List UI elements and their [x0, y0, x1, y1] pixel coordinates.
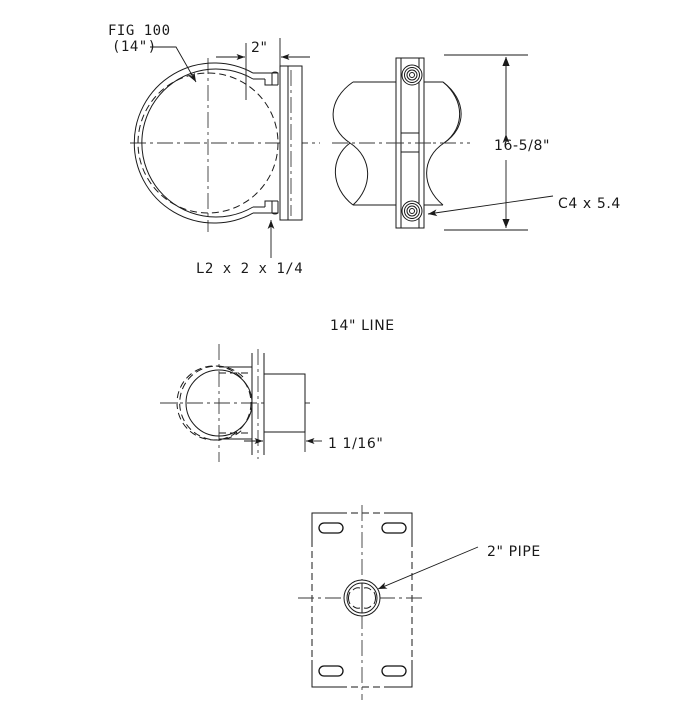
pipe-hidden-outline — [137, 72, 279, 214]
base-plate-view — [298, 505, 479, 700]
label-dimension-1-1-16: 1 1/16" — [328, 436, 383, 452]
channel-front-view — [388, 57, 432, 229]
channel-edge-view — [279, 65, 303, 221]
plan-channel — [251, 349, 265, 459]
label-fig-100: FIG 100 — [108, 23, 171, 39]
label-fig-100-size: (14") — [112, 39, 157, 55]
label-dimension-2in: 2" — [251, 40, 268, 56]
dimension-2in — [216, 38, 310, 100]
plate-outline — [311, 512, 413, 688]
slotted-hole-top-left — [318, 522, 344, 534]
bolt-head-lower — [401, 200, 423, 222]
pipe-left-segment — [332, 81, 402, 206]
label-line-14in: 14" LINE — [330, 318, 395, 334]
plan-strap — [219, 366, 252, 440]
angle-bottom — [264, 200, 279, 215]
pipe-section-2in — [343, 579, 381, 617]
pipe-callout-leader — [377, 546, 479, 590]
slotted-hole-top-right — [381, 522, 407, 534]
bolt-head-upper — [401, 64, 423, 86]
label-dimension-16-5-8: 16-5/8" — [494, 138, 550, 154]
centerlines-end-view — [130, 58, 320, 232]
plan-view — [160, 344, 322, 462]
slotted-hole-bottom-right — [381, 665, 407, 677]
label-pipe-2in: 2" PIPE — [487, 544, 541, 560]
label-angle-l2: L2 x 2 x 1/4 — [196, 261, 303, 277]
fig-100-leader — [150, 46, 197, 83]
clamp-strap — [133, 62, 272, 224]
angle-top — [264, 71, 279, 86]
dimension-1-1-16 — [244, 432, 322, 452]
dimension-16-5-8 — [444, 54, 528, 231]
slotted-hole-bottom-left — [318, 665, 344, 677]
plan-boss — [263, 373, 306, 433]
side-elevation-view — [332, 54, 554, 231]
label-channel-c4: C4 x 5.4 — [558, 196, 621, 212]
end-elevation-view — [130, 38, 320, 258]
channel-callout-leader — [427, 195, 554, 217]
